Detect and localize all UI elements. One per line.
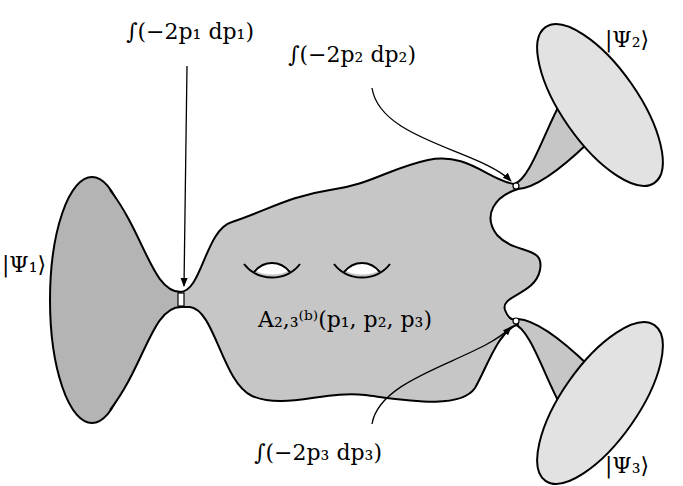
state-surface: |Ψ₂⟩ bbox=[500, 0, 683, 200]
handle-hole bbox=[254, 263, 290, 275]
shape-outline bbox=[180, 150, 550, 410]
funnel-edge bbox=[110, 307, 181, 410]
amplitude-label: A₂,₃⁽ᵇ⁾(p₁, p₂, p₃) bbox=[258, 307, 432, 333]
genus-two-surface bbox=[180, 159, 541, 402]
state-label: |Ψ₁⟩ bbox=[2, 252, 46, 278]
leader-arrow bbox=[372, 327, 511, 424]
integral-label: ∫(−2p₂ dp₂) bbox=[288, 42, 416, 68]
tube-edge bbox=[518, 319, 589, 366]
funnel-surface bbox=[110, 190, 181, 410]
handle-edge bbox=[334, 264, 390, 278]
state-label: |Ψ₃⟩ bbox=[605, 453, 649, 479]
amplitude-surface: A₂,₃⁽ᵇ⁾(p₁, p₂, p₃) bbox=[180, 150, 550, 410]
state-label: |Ψ₂⟩ bbox=[605, 27, 649, 53]
handle-hole bbox=[344, 263, 380, 275]
integral-label: ∫(−2p₃ dp₃) bbox=[254, 440, 382, 466]
integral-label: ∫(−2p₁ dp₁) bbox=[126, 19, 254, 45]
shape-outline bbox=[500, 0, 683, 200]
gluing-mark bbox=[513, 183, 519, 189]
shape-outline bbox=[500, 300, 683, 486]
leader-arrow bbox=[184, 66, 187, 286]
tube-edge bbox=[518, 142, 589, 189]
handle-edge bbox=[254, 263, 290, 272]
handle-edge bbox=[344, 263, 380, 272]
funnel-edge bbox=[110, 190, 181, 292]
gluing-mark bbox=[178, 293, 184, 306]
shape-outline bbox=[0, 165, 140, 435]
gluing-mark bbox=[513, 318, 519, 324]
handle-edge bbox=[244, 264, 300, 278]
leader-arrow bbox=[372, 88, 511, 181]
state-surface: |Ψ₁⟩ bbox=[0, 165, 140, 435]
state-surface: |Ψ₃⟩ bbox=[500, 300, 683, 486]
state-boundary bbox=[514, 303, 683, 486]
state-boundary bbox=[514, 5, 683, 204]
